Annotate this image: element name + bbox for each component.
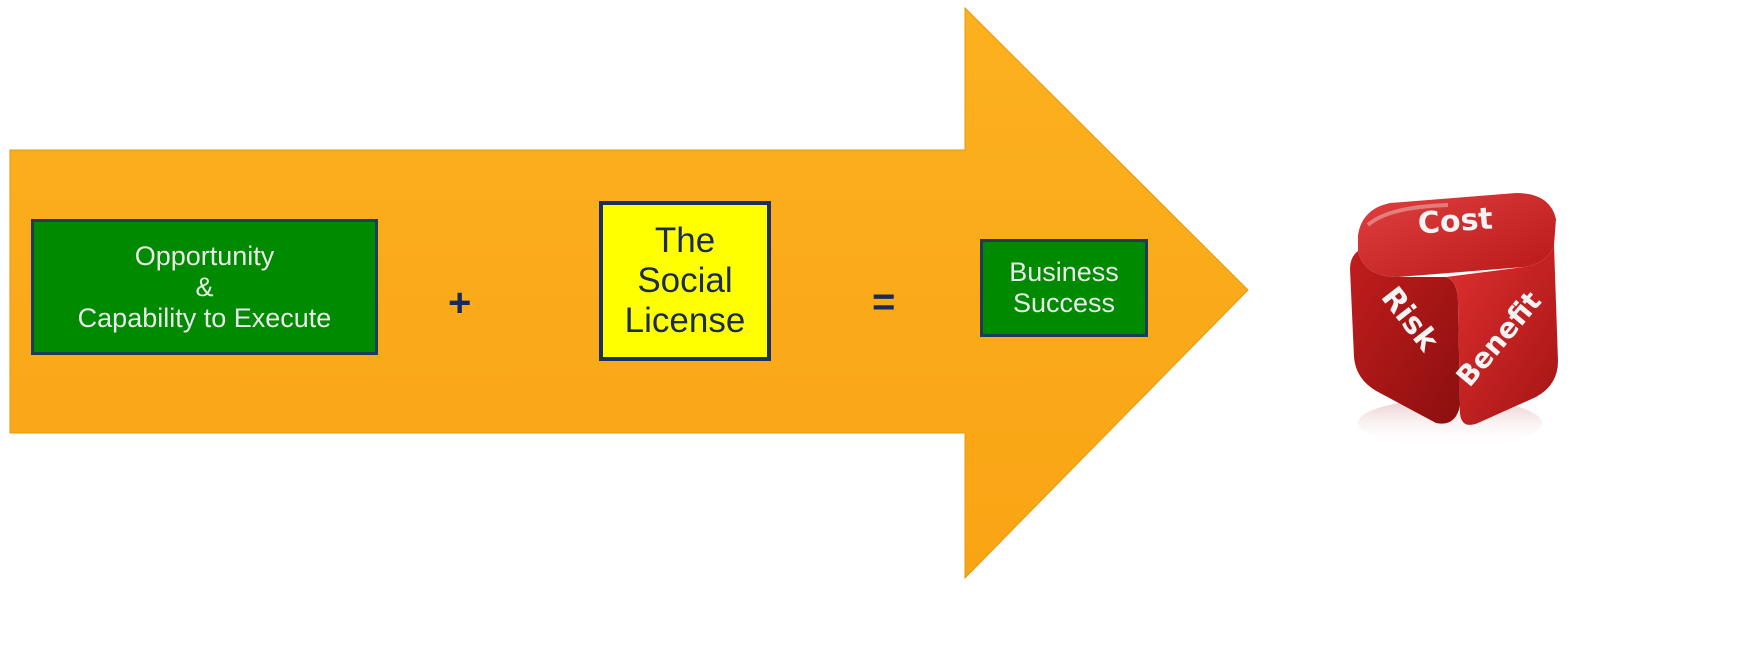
opportunity-line-2: & <box>195 271 214 302</box>
business-success-box: Business Success <box>980 239 1148 337</box>
opportunity-line-1: Opportunity <box>134 240 275 271</box>
success-line-2: Success <box>1012 288 1116 318</box>
die-cost-label: Cost <box>1417 201 1494 241</box>
success-line-1: Business <box>1009 257 1119 287</box>
die-highlight <box>1366 203 1449 227</box>
social-license-box: The Social License <box>599 201 771 361</box>
social-license-line-1: The <box>654 221 716 260</box>
opportunity-line-3: Capability to Execute <box>77 302 332 333</box>
cost-risk-benefit-die-icon: Cost Risk Benefit <box>1350 193 1558 447</box>
social-license-line-2: Social <box>637 261 733 300</box>
opportunity-box: Opportunity & Capability to Execute <box>31 219 378 355</box>
die-left-face <box>1350 251 1460 424</box>
die-top-face <box>1358 193 1556 277</box>
social-license-line-3: License <box>624 301 746 340</box>
plus-operator: + <box>448 281 472 325</box>
die-right-face <box>1446 245 1558 425</box>
equals-operator: = <box>872 280 896 324</box>
